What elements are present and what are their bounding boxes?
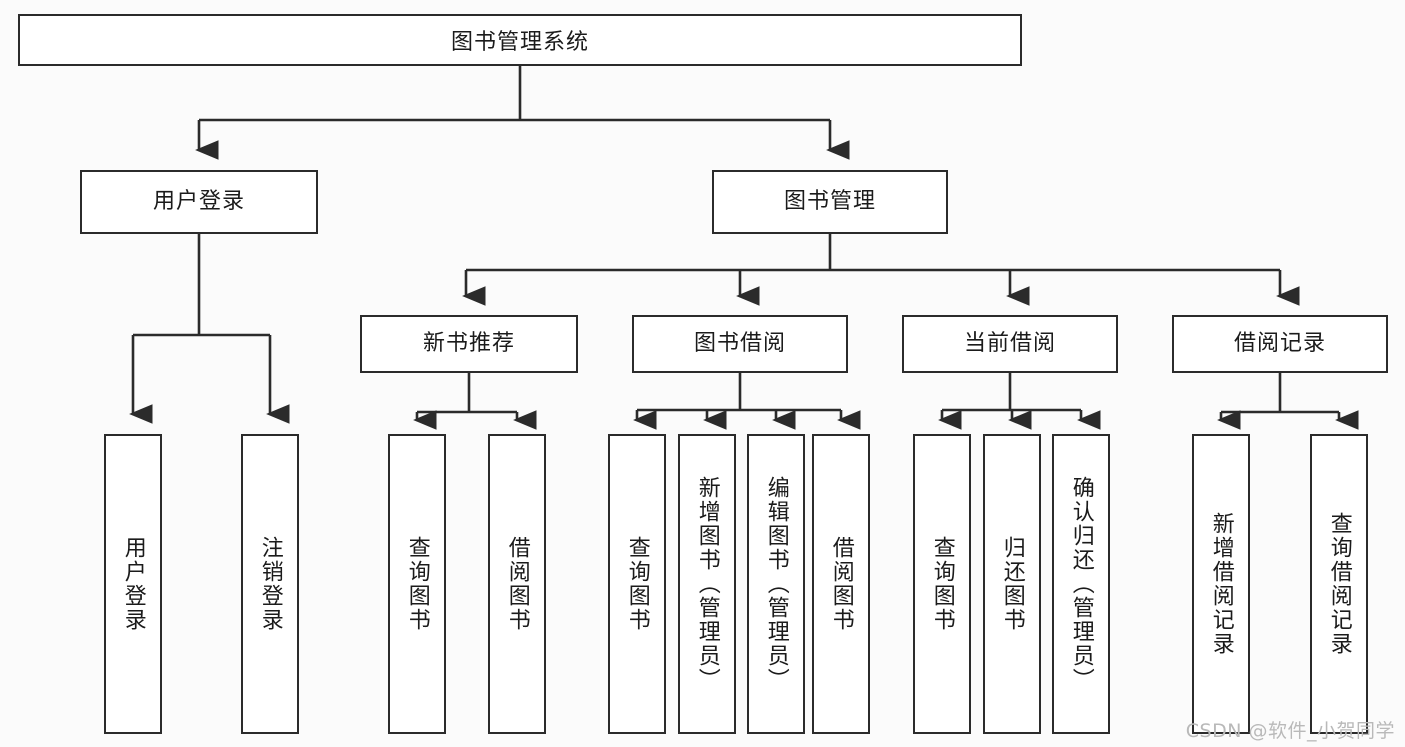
node-label: 查询借阅记录 [1326, 512, 1352, 656]
node-label: 借阅图书 [828, 536, 854, 632]
node-label: 归还图书 [999, 536, 1025, 632]
node-current-borrowing[interactable]: 当前借阅 [902, 315, 1118, 373]
node-label: 借阅图书 [504, 536, 530, 632]
node-leaf-return-book[interactable]: 归还图书 [983, 434, 1041, 734]
node-label: 新书推荐 [422, 330, 515, 356]
node-label: 用户登录 [152, 188, 245, 214]
edge-bookmanage-to-level3 [462, 234, 1300, 306]
node-leaf-borrow-book-recommend[interactable]: 借阅图书 [488, 434, 546, 734]
node-label: 用户登录 [120, 536, 146, 632]
node-label: 图书管理 [783, 188, 876, 214]
node-label: 图书借阅 [693, 330, 786, 356]
edge-newbook-to-leaves [413, 373, 537, 430]
edge-borrowrecord-to-leaves [1217, 373, 1359, 430]
node-label: 确认归还（管理员） [1068, 476, 1094, 692]
edge-root-to-level2 [195, 66, 850, 160]
node-label: 编辑图书（管理员） [763, 476, 789, 692]
node-leaf-query-book-recommend[interactable]: 查询图书 [388, 434, 446, 734]
node-book-borrowing[interactable]: 图书借阅 [632, 315, 848, 373]
edge-userlogin-to-leaves [129, 234, 290, 424]
node-leaf-query-book-current[interactable]: 查询图书 [913, 434, 971, 734]
node-leaf-user-login[interactable]: 用户登录 [104, 434, 162, 734]
node-leaf-add-book-admin[interactable]: 新增图书（管理员） [678, 434, 736, 734]
node-leaf-edit-book-admin[interactable]: 编辑图书（管理员） [747, 434, 805, 734]
csdn-watermark: CSDN @软件_小贺同学 [1185, 720, 1395, 742]
node-label: 新增借阅记录 [1208, 512, 1234, 656]
edge-bookborrow-to-leaves [633, 373, 861, 430]
node-leaf-borrow-book[interactable]: 借阅图书 [812, 434, 870, 734]
node-label: 新增图书（管理员） [694, 476, 720, 692]
node-label: 注销登录 [257, 536, 283, 632]
node-root-book-management-system[interactable]: 图书管理系统 [18, 14, 1022, 66]
node-label: 查询图书 [404, 536, 430, 632]
node-label: 图书管理系统 [450, 30, 589, 55]
node-label: 查询图书 [929, 536, 955, 632]
node-leaf-query-borrow-record[interactable]: 查询借阅记录 [1310, 434, 1368, 734]
node-leaf-add-borrow-record[interactable]: 新增借阅记录 [1192, 434, 1250, 734]
node-borrowing-record[interactable]: 借阅记录 [1172, 315, 1388, 373]
edge-currentborrow-to-leaves [938, 373, 1101, 430]
node-label: 借阅记录 [1233, 330, 1326, 356]
node-new-book-recommendation[interactable]: 新书推荐 [360, 315, 578, 373]
node-label: 当前借阅 [963, 330, 1056, 356]
node-leaf-user-logout[interactable]: 注销登录 [241, 434, 299, 734]
node-leaf-query-book-borrowing[interactable]: 查询图书 [608, 434, 666, 734]
node-user-login[interactable]: 用户登录 [80, 170, 318, 234]
node-leaf-confirm-return-admin[interactable]: 确认归还（管理员） [1052, 434, 1110, 734]
node-label: 查询图书 [624, 536, 650, 632]
node-book-management[interactable]: 图书管理 [712, 170, 948, 234]
